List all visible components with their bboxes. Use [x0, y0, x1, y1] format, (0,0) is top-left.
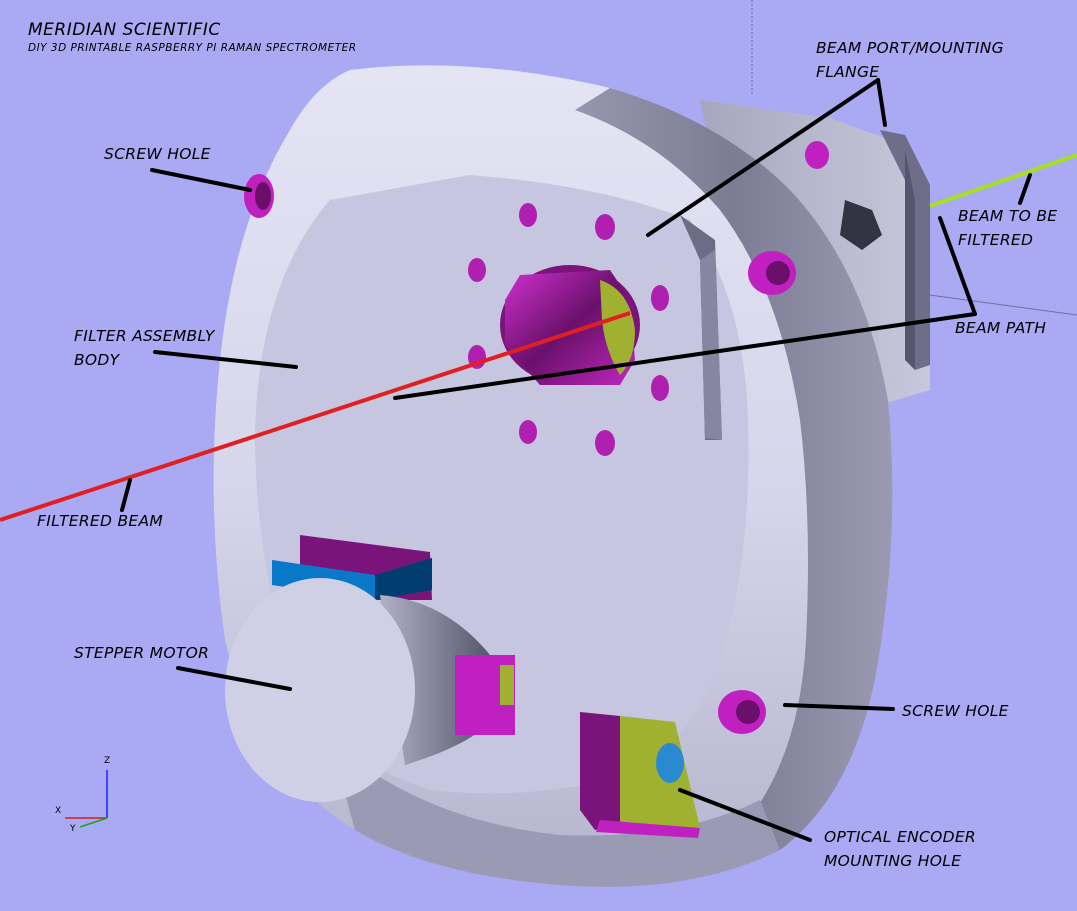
- leader-beam-path-1: [938, 216, 977, 316]
- screw-hole-flange: [748, 141, 829, 295]
- label-beam-path: BEAM PATH: [955, 319, 1047, 337]
- label-screw-hole-top: SCREW HOLE: [104, 145, 211, 163]
- label-beam-port-line2: FLANGE: [816, 63, 880, 81]
- screw-hole-bottom-right: [718, 690, 766, 734]
- leader-encoder: [678, 788, 812, 842]
- beam-to-be-filtered: [929, 153, 1077, 208]
- axis-label-y: Y: [70, 824, 76, 834]
- label-encoder-line2: MOUNTING HOLE: [824, 852, 962, 870]
- leader-beam-to-be-filtered: [1018, 173, 1032, 205]
- leader-beam-path-2: [393, 312, 977, 400]
- label-beam-to-be-line2: FILTERED: [958, 231, 1034, 249]
- flange-plate-inner: [700, 250, 722, 440]
- label-filter-body-line1: FILTER ASSEMBLY: [74, 327, 215, 345]
- leader-beam-port-1: [646, 78, 880, 237]
- label-encoder-line1: OPTICAL ENCODER: [824, 828, 976, 846]
- optical-encoder-hole: [580, 712, 700, 838]
- leader-lines: [120, 78, 1032, 842]
- diagram-subtitle: DIY 3D PRINTABLE RASPBERRY PI RAMAN SPEC…: [28, 42, 357, 54]
- label-beam-port: BEAM PORT/MOUNTING FLANGE: [816, 36, 1004, 84]
- label-filtered-beam: FILTERED BEAM: [37, 512, 164, 530]
- label-screw-hole-right: SCREW HOLE: [902, 702, 1009, 720]
- label-filter-body: FILTER ASSEMBLY BODY: [74, 324, 215, 372]
- housing-side-band: [575, 88, 893, 850]
- label-beam-to-be-filtered: BEAM TO BE FILTERED: [958, 204, 1057, 252]
- leader-filtered-beam: [120, 478, 132, 512]
- screw-hole-top: [244, 174, 274, 218]
- company-name: MERIDIAN SCIENTIFIC: [28, 20, 221, 40]
- filtered-beam: [0, 311, 631, 522]
- rear-flange-slot: [905, 150, 915, 370]
- filter-element: [600, 280, 635, 375]
- label-beam-to-be-line1: BEAM TO BE: [958, 207, 1058, 225]
- axis-label-z: Z: [104, 756, 111, 766]
- diagram-title: MERIDIAN SCIENTIFIC DIY 3D PRINTABLE RAS…: [28, 20, 357, 54]
- label-beam-port-line1: BEAM PORT/MOUNTING: [816, 39, 1004, 57]
- stepper-motor: [225, 535, 515, 802]
- leader-beam-port-2: [876, 78, 887, 127]
- rear-flange-edge: [880, 130, 930, 370]
- label-filter-body-line2: BODY: [74, 351, 120, 369]
- leader-screw-hole-right: [783, 703, 895, 711]
- leader-screw-hole-top: [150, 168, 252, 192]
- leader-stepper-motor: [176, 666, 292, 691]
- leader-filter-body: [153, 350, 298, 369]
- label-stepper-motor: STEPPER MOTOR: [74, 644, 210, 662]
- label-encoder: OPTICAL ENCODER MOUNTING HOLE: [824, 825, 976, 873]
- axis-label-x: X: [55, 806, 62, 816]
- axis-triad: [65, 770, 108, 828]
- housing-bottom-band: [330, 740, 780, 887]
- rear-screw-head: [840, 200, 882, 250]
